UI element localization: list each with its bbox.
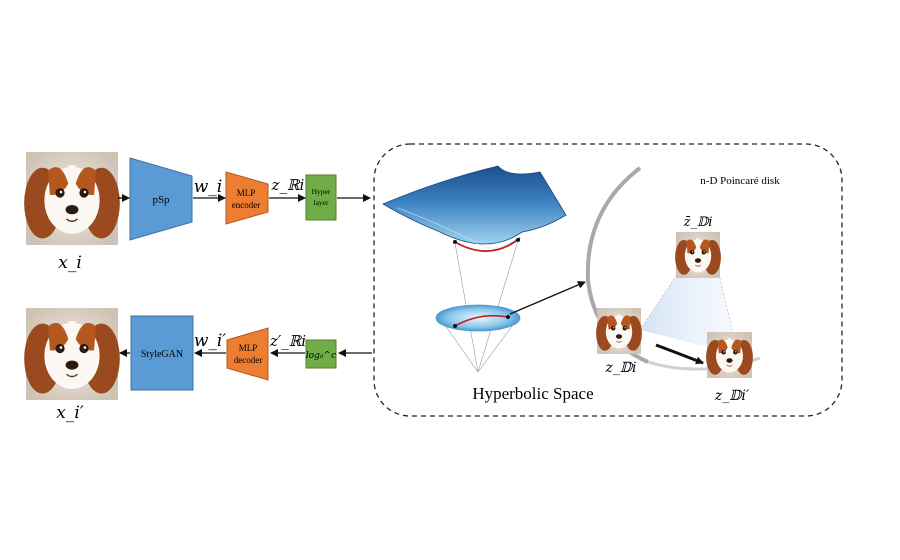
hyper-layer-line2: layer xyxy=(314,198,329,207)
mlp-decoder-line1: MLP xyxy=(239,343,258,353)
hyper-layer-block xyxy=(305,174,337,221)
z-bar-label: z̄_𝔻i xyxy=(683,215,713,230)
z-d-dog-image xyxy=(595,307,643,355)
hyperboloid-surface xyxy=(382,165,567,252)
w-prime-label: w_i′ xyxy=(194,331,226,351)
psp-encoder-label: pSp xyxy=(152,194,170,206)
log-map-label: log₀^c xyxy=(306,351,336,361)
wedge-edge-left xyxy=(639,269,681,331)
mlp-decoder-block xyxy=(226,327,269,381)
psp-encoder-block xyxy=(129,157,193,241)
z-real-label: z_ℝi xyxy=(271,176,305,194)
z-real-prime-label: z′_ℝi xyxy=(269,332,306,350)
geodesic-wedge xyxy=(640,270,735,345)
stylegan-label: StyleGAN xyxy=(141,349,183,360)
log-map-block xyxy=(305,339,337,369)
z-d-prime-dog-image xyxy=(705,331,754,379)
hyperbolic-panel-border xyxy=(373,143,843,417)
poincare-disk-title: n-D Poincaré disk xyxy=(700,175,780,187)
arrow-disk-to-poincare xyxy=(509,281,586,315)
z-d-label: z_𝔻i xyxy=(605,360,637,376)
geodesic-curve-surface xyxy=(454,237,521,252)
output-dog-image xyxy=(23,307,121,401)
hyper-layer-line1: Hyper xyxy=(312,187,331,196)
stylegan-block xyxy=(130,315,194,391)
mlp-encoder-line2: encoder xyxy=(232,200,260,210)
hyperbolic-space-caption: Hyperbolic Space xyxy=(472,384,593,403)
z-bar-dog-image xyxy=(674,231,722,279)
mlp-encoder-block xyxy=(225,171,269,225)
move-arrow xyxy=(655,343,704,365)
z-d-prime-label: z_𝔻i′ xyxy=(714,388,750,404)
output-image-label: x_i′ xyxy=(56,403,84,423)
mlp-encoder-line1: MLP xyxy=(237,188,256,198)
input-image-label: x_i xyxy=(58,253,82,273)
input-dog-image xyxy=(23,151,121,246)
wedge-edge-right xyxy=(717,269,736,343)
poincare-disk-small xyxy=(435,304,521,332)
mlp-decoder-line2: decoder xyxy=(234,355,262,365)
w-latent-label: w_i xyxy=(194,177,223,197)
